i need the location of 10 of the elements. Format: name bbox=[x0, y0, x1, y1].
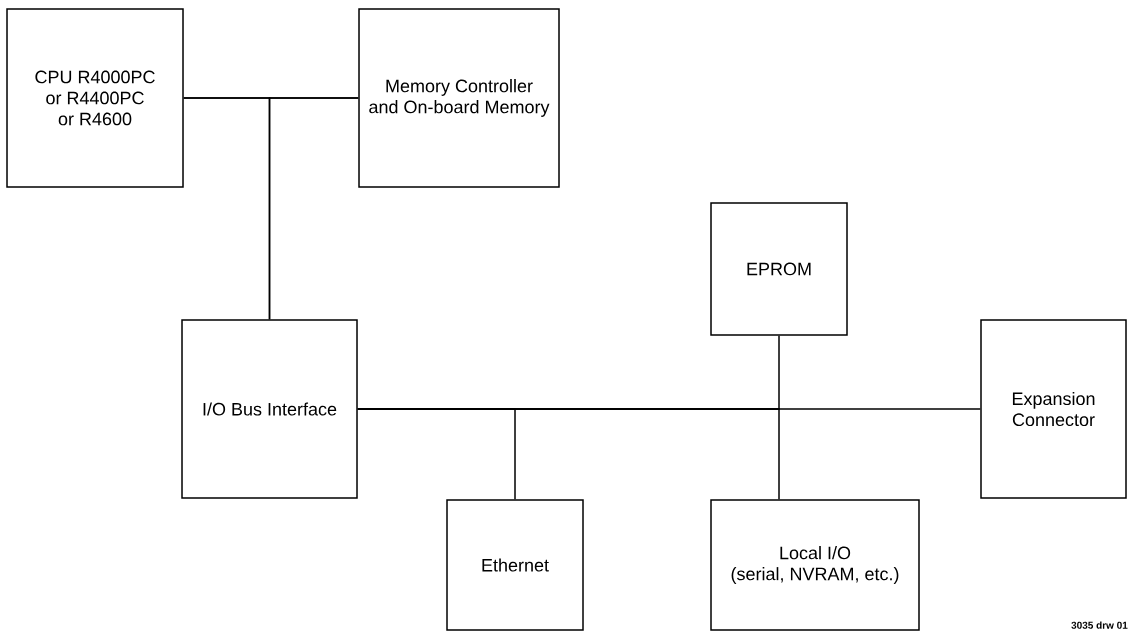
block-box: Local I/O (serial, NVRAM, etc.) bbox=[710, 499, 920, 631]
connector-line bbox=[357, 408, 981, 410]
block-box: Memory Controller and On-board Memory bbox=[358, 8, 560, 188]
block-box: I/O Bus Interface bbox=[181, 319, 358, 499]
drawing-number: 3035 drw 01 bbox=[1071, 621, 1128, 629]
block-box: EPROM bbox=[710, 202, 848, 336]
block-box: Ethernet bbox=[446, 499, 584, 631]
block-box: CPU R4000PC or R4400PC or R4600 bbox=[6, 8, 184, 188]
connector-line bbox=[268, 97, 359, 320]
block-box: Expansion Connector bbox=[980, 319, 1127, 499]
